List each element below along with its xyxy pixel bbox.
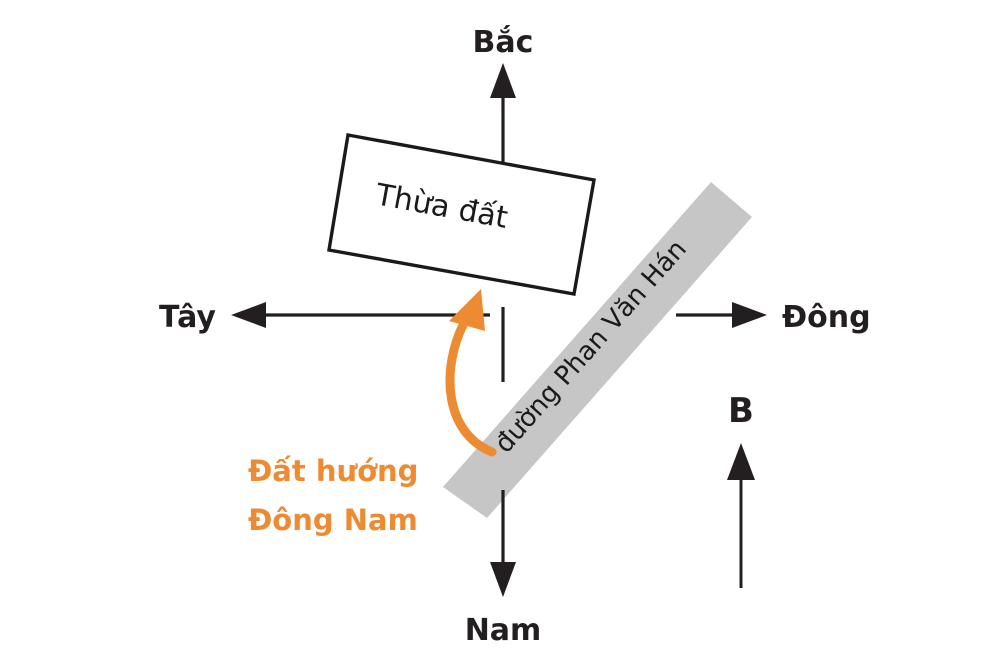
- orientation-callout: Đất hướng Đông Nam: [248, 454, 418, 537]
- land-plot-shape: Thừa đất: [327, 133, 596, 296]
- compass-needle: B: [727, 391, 755, 588]
- road-band: [443, 182, 752, 518]
- compass-label-south: Nam: [465, 613, 542, 648]
- south-axis: [490, 490, 516, 597]
- orientation-curved-arrow: [445, 289, 497, 457]
- callout-line-2: Đông Nam: [248, 503, 418, 537]
- west-axis: [231, 302, 490, 328]
- compass-label-north: Bắc: [473, 24, 534, 60]
- east-arrow-head-icon: [732, 302, 767, 328]
- curved-arrow-shaft: [445, 320, 497, 457]
- compass-needle-label: B: [728, 391, 754, 431]
- compass-needle-head-icon: [727, 443, 755, 480]
- curved-arrow-head-icon: [449, 289, 485, 331]
- callout-line-1: Đất hướng: [248, 454, 418, 488]
- north-arrow-head-icon: [490, 63, 516, 98]
- west-arrow-head-icon: [231, 302, 266, 328]
- compass-label-west: Tây: [159, 300, 216, 335]
- compass-label-east: Đông: [782, 300, 871, 335]
- land-plot-outline: [327, 133, 596, 296]
- east-axis: [676, 302, 767, 328]
- south-arrow-head-icon: [490, 562, 516, 597]
